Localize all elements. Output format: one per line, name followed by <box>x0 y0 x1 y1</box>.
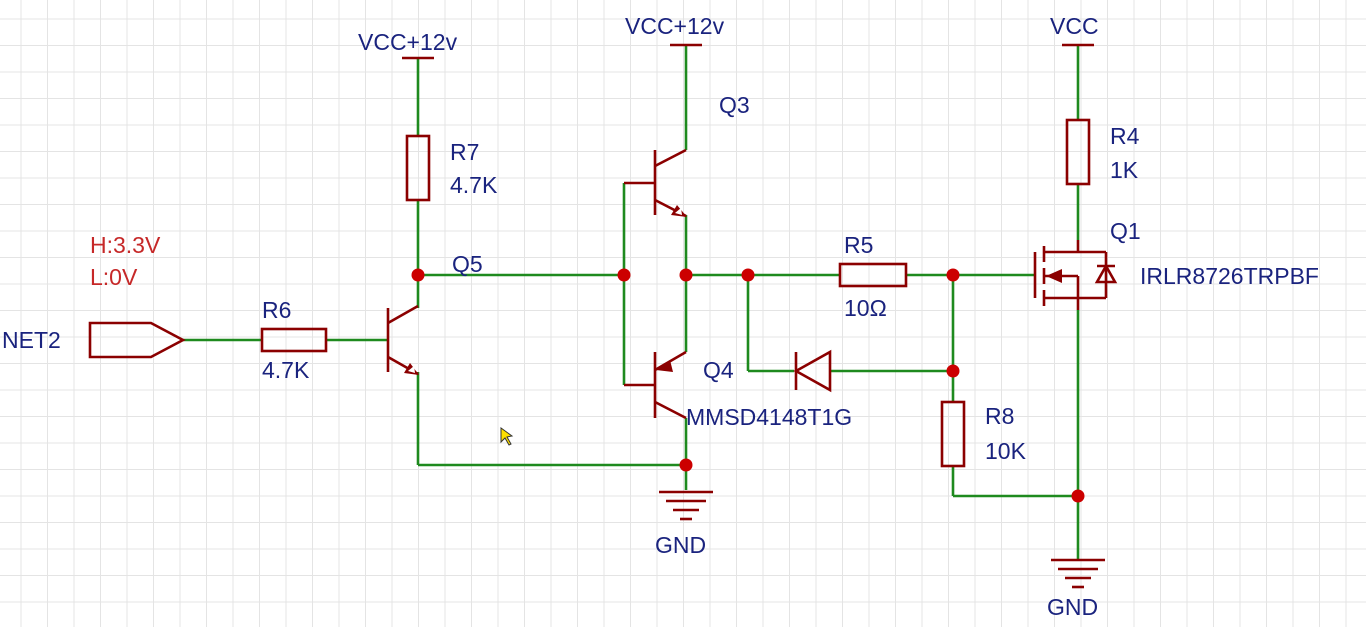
resistor-r5[interactable]: R5 10Ω <box>838 232 908 321</box>
mosfet-q1[interactable]: Q1 IRLR8726TRPBF <box>1033 218 1319 310</box>
mouse-cursor-icon <box>500 427 514 446</box>
ground-label-mid: GND <box>655 532 706 558</box>
junction-dot <box>1071 489 1085 503</box>
junction-dot <box>679 458 693 472</box>
transistor-q4[interactable]: Q4 <box>624 350 734 420</box>
power-vcc12-left[interactable]: VCC+12v <box>358 29 458 60</box>
mosfet-q1-ref: Q1 <box>1110 218 1141 244</box>
resistor-r8-ref: R8 <box>985 403 1014 429</box>
junction-dot <box>946 268 960 282</box>
ground-right[interactable]: GND <box>1047 558 1105 620</box>
diode-d1[interactable]: MMSD4148T1G <box>686 349 852 430</box>
ground-mid[interactable]: GND <box>655 490 713 558</box>
resistor-r7[interactable]: R7 4.7K <box>405 134 498 202</box>
transistor-q4-ref: Q4 <box>703 357 734 383</box>
resistor-r4[interactable]: R4 1K <box>1065 118 1140 186</box>
input-level-low: L:0V <box>90 264 138 290</box>
channel-arrow-icon <box>1046 269 1062 283</box>
power-label-vcc-right: VCC <box>1050 13 1099 39</box>
resistor-r6-value: 4.7K <box>262 357 310 383</box>
input-level-high: H:3.3V <box>90 232 161 258</box>
junction-dot <box>741 268 755 282</box>
resistor-r8[interactable]: R8 10K <box>940 400 1027 468</box>
resistor-r7-ref: R7 <box>450 139 479 165</box>
net-label: NET2 <box>2 327 61 353</box>
transistor-q5[interactable]: Q5 <box>386 251 483 376</box>
junctions <box>411 268 1085 503</box>
resistor-r4-value: 1K <box>1110 157 1139 183</box>
wires <box>183 45 1080 560</box>
power-vcc12-mid[interactable]: VCC+12v <box>625 13 725 47</box>
junction-dot <box>411 268 425 282</box>
junction-dot <box>617 268 631 282</box>
mosfet-q1-part-number: IRLR8726TRPBF <box>1140 263 1319 289</box>
resistor-r6-ref: R6 <box>262 297 291 323</box>
transistor-q5-ref: Q5 <box>452 251 483 277</box>
resistor-r6[interactable]: R6 4.7K <box>260 297 328 383</box>
power-label-vcc12-mid: VCC+12v <box>625 13 725 39</box>
resistor-r5-ref: R5 <box>844 232 873 258</box>
transistor-q3[interactable]: Q3 <box>624 92 750 218</box>
power-vcc-right[interactable]: VCC <box>1050 13 1099 47</box>
ground-label-right: GND <box>1047 594 1098 620</box>
transistor-q3-ref: Q3 <box>719 92 750 118</box>
body-diode-icon <box>1094 263 1118 284</box>
junction-dot <box>946 364 960 378</box>
power-label-vcc12-left: VCC+12v <box>358 29 458 55</box>
resistor-r7-value: 4.7K <box>450 172 498 198</box>
emitter-arrow-icon <box>656 360 673 372</box>
diode-part-number: MMSD4148T1G <box>686 404 852 430</box>
resistor-r5-value: 10Ω <box>844 295 887 321</box>
junction-dot <box>679 268 693 282</box>
net-port-net2[interactable]: NET2 <box>2 321 186 359</box>
resistor-r4-ref: R4 <box>1110 123 1140 149</box>
resistor-r8-value: 10K <box>985 438 1027 464</box>
